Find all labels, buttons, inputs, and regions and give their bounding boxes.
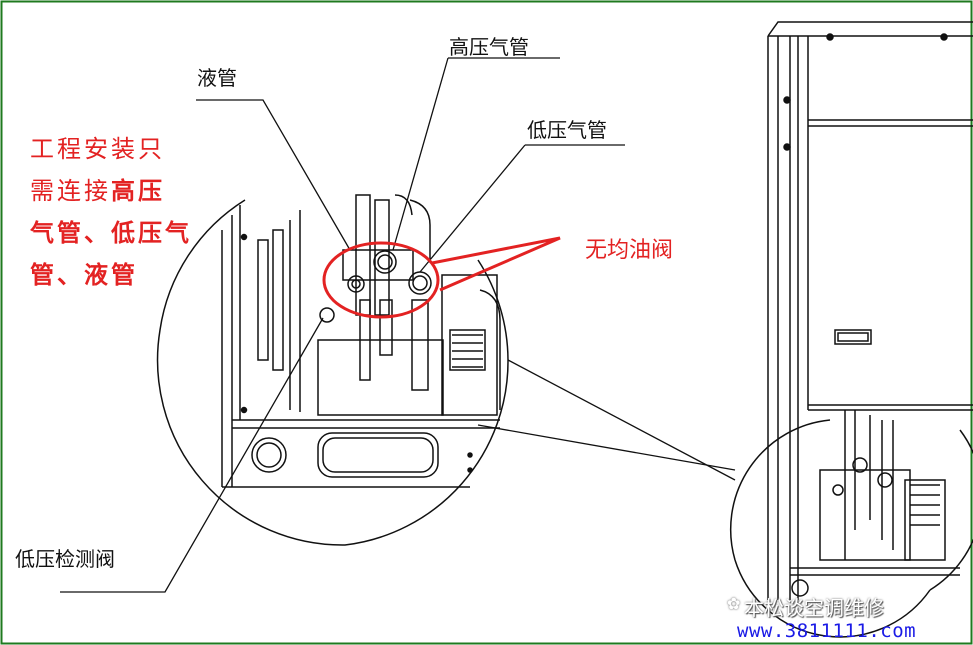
low-pressure-check-valve-label: 低压检测阀 <box>15 547 115 571</box>
magnification-lines <box>477 359 736 481</box>
note-line-1: 工程安装只 <box>30 135 165 163</box>
oil-valve-highlight <box>322 236 561 319</box>
low-pressure-gas-pipe-label: 低压气管 <box>527 118 607 142</box>
note-line-2a: 需连接 <box>30 177 111 205</box>
watermark-url[interactable]: www.3811111.com <box>737 620 917 642</box>
wechat-icon: ✿ <box>727 594 741 613</box>
unit-detail-circle <box>729 410 973 638</box>
outdoor-unit <box>767 21 973 600</box>
note-line-4: 管、液管 <box>30 261 138 289</box>
liquid-pipe-label: 液管 <box>197 66 237 90</box>
leader-lines <box>60 57 625 593</box>
watermark-text: 本松谈空调维修 <box>744 596 884 620</box>
high-pressure-gas-pipe-label: 高压气管 <box>449 35 529 59</box>
installation-note: 工程安装只 需连接高压 气管、低压气 管、液管 <box>30 128 210 296</box>
note-line-2b: 高压 <box>111 177 165 205</box>
magnified-view <box>156 194 509 546</box>
note-line-3: 气管、低压气 <box>30 219 192 247</box>
no-oil-balance-valve-label: 无均油阀 <box>585 238 674 263</box>
